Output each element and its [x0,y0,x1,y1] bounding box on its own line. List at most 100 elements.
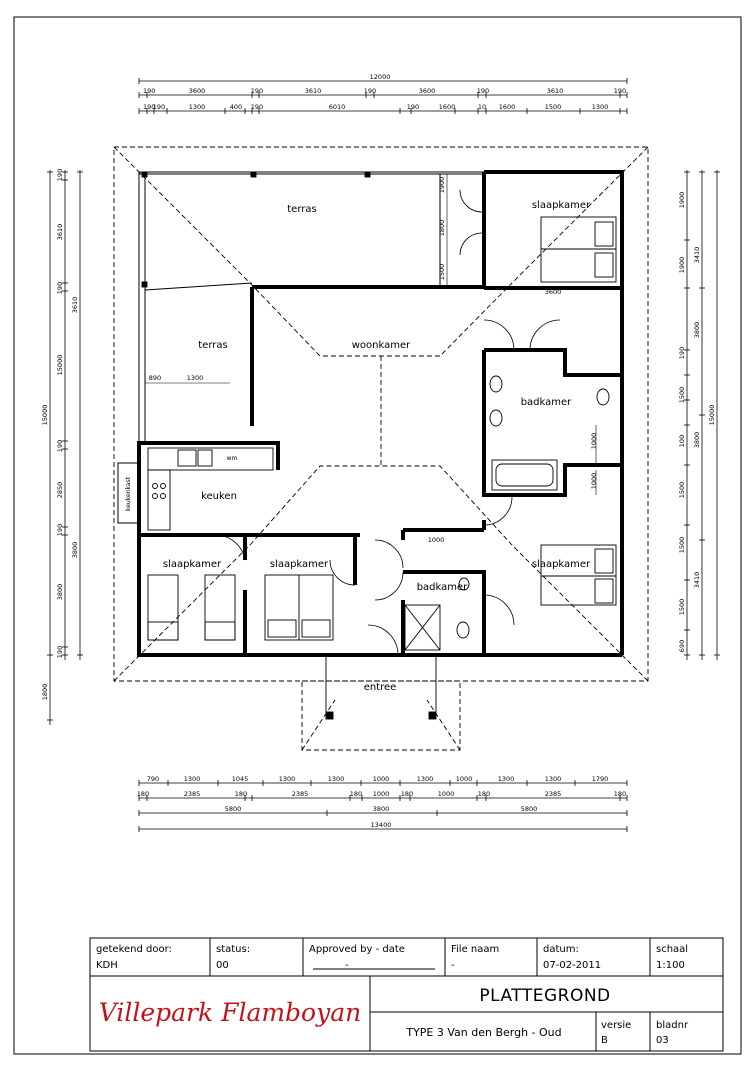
dim-left-c1-7: 1800 [41,684,49,701]
dim-right-c1-1: 1900 [678,257,686,274]
dim-left-c2-2: 3800 [71,542,79,559]
dim-left-c1-2: 190 [56,282,64,294]
right-dimensions [684,170,720,660]
dim-left-c1-extra: 190 [56,440,64,452]
dim-bot-r1-1: 1300 [184,775,201,783]
dim-right-c1-8: 690 [678,640,686,652]
dim-int-bath-b: 1000 [590,473,598,490]
dim-int-terras-w1: 890 [149,374,161,382]
tb-filenaam-label: File naam [451,944,499,955]
dim-bot-r2-4: 180 [350,790,362,798]
dim-int-slaap-w: 3600 [545,288,562,296]
dim-bot-r2-8: 180 [478,790,490,798]
dim-int-terras-h1: 1800 [438,220,446,237]
dim-right-c2-3: 3410 [693,572,701,589]
dim-left-c1-4: 190 [56,524,64,536]
tb-getekend-value: KDH [96,960,118,971]
room-terras-top: terras [287,204,316,215]
tb-bladnr-value: 03 [656,1035,669,1046]
dim-left-c1-5: 3800 [56,584,64,601]
dim-top-r1-0: 190 [143,87,155,95]
dim-bot-r3-0: 5800 [225,805,242,813]
dim-bot-r2-3: 2385 [292,790,309,798]
dim-right-c2-0: 3410 [693,247,701,264]
dim-top-r1-2: 190 [251,87,263,95]
dim-int-terras-h3: 1500 [438,264,446,281]
dim-top-r1-3: 3610 [305,87,322,95]
tb-schaal-value: 1:100 [656,960,685,971]
dim-int-terras-h2: 1900 [438,177,446,194]
room-slaapkamer-sw2: slaapkamer [270,559,329,570]
room-entree: entree [364,682,397,693]
dim-top-r1-5: 3600 [419,87,436,95]
tb-status-value: 00 [216,960,229,971]
dim-bot-r2-1: 2385 [184,790,201,798]
dim-top-r1-8: 190 [614,87,626,95]
dim-bot-r1-0: 790 [147,775,159,783]
dim-right-c1-3: 1500 [678,387,686,404]
dim-bot-r2-5: 1000 [373,790,390,798]
doors [214,189,561,656]
sheet-border [13,16,742,1055]
dim-right-c2-1: 3800 [693,322,701,339]
tb-title: PLATTEGROND [479,986,610,1006]
dim-right-overall: 15000 [708,405,716,426]
walls [137,170,624,657]
dim-top-r2-6: 190 [407,103,419,111]
dim-top-r2-0: 190 [143,103,155,111]
dim-bot-r2-10: 180 [614,790,626,798]
tb-logo: Villepark Flamboyan [99,998,362,1027]
dim-right-c1-4: 100 [678,435,686,447]
dim-left-c2-1: 15000 [56,355,64,376]
dim-bot-r2-9: 2385 [545,790,562,798]
tb-versie-label: versie [601,1020,631,1031]
dim-top-r2-2: 1300 [189,103,206,111]
dim-top-r2-11: 1300 [592,103,609,111]
room-badkamer-small: badkamer [417,582,468,593]
tb-status-label: status: [216,944,250,955]
roof-outline [113,146,649,751]
dim-top-r1-6: 190 [477,87,489,95]
room-wm: wm [227,455,238,462]
dim-bot-r1-8: 1300 [498,775,515,783]
dim-bot-r1-3: 1300 [279,775,296,783]
dim-top-r2-8: 10 [478,103,486,111]
dim-top-r2-1: 190 [153,103,165,111]
tb-getekend-label: getekend door: [96,944,172,955]
dim-bot-r1-4: 1300 [328,775,345,783]
tb-datum-label: datum: [543,944,579,955]
dim-top-r2-3: 400 [230,103,242,111]
dim-top-r1-7: 3610 [547,87,564,95]
dim-int-bath-c: 1000 [428,536,445,544]
tb-approved-label: Approved by - date [309,944,405,955]
dim-top-r2-5: 6010 [329,103,346,111]
room-terras-left: terras [198,340,227,351]
dim-int-terras-w2: 1300 [187,374,204,382]
dim-bot-r2-6: 180 [401,790,413,798]
tb-bladnr-label: bladnr [656,1020,689,1031]
dim-top-r2-7: 1600 [439,103,456,111]
tb-subtitle: TYPE 3 Van den Bergh - Oud [405,1026,561,1039]
dim-bot-r1-5: 1000 [373,775,390,783]
dim-bot-r3-1: 3800 [373,805,390,813]
tb-versie-value: B [601,1035,608,1046]
tb-approved-value: - [345,960,349,971]
room-slaapkamer-ne: slaapkamer [532,200,591,211]
dim-bot-r2-7: 1000 [438,790,455,798]
bottom-dimensions [138,780,628,832]
dim-right-c1-2: 190 [678,347,686,359]
dim-top-r1-1: 3600 [189,87,206,95]
dim-bot-r2-2: 180 [235,790,247,798]
dim-top-r2-9: 1600 [499,103,516,111]
tb-filenaam-value: - [451,960,455,971]
dim-int-bath-a: 1000 [590,433,598,450]
dim-bot-r1-7: 1000 [456,775,473,783]
dim-top-overall: 12000 [370,73,391,81]
dim-left-c1-1: 3610 [56,224,64,241]
dim-bot-r1-2: 1045 [232,775,249,783]
dim-right-c1-5: 1500 [678,482,686,499]
room-slaapkamer-sw1: slaapkamer [163,559,222,570]
dim-left-c1-6: 190 [56,646,64,658]
dim-right-c2-2: 3800 [693,432,701,449]
tb-datum-value: 07-02-2011 [543,960,601,971]
